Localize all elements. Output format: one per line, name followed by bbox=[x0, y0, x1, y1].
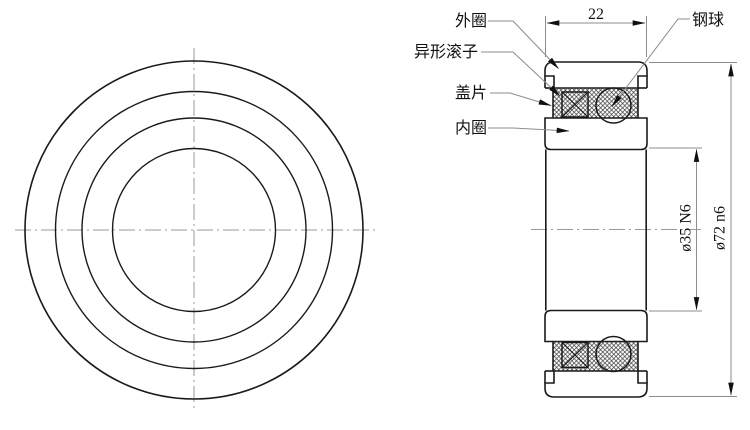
outer-ring-bore-circle bbox=[54, 90, 334, 370]
front-view bbox=[15, 48, 376, 409]
steel-ball-top bbox=[595, 87, 632, 124]
label-special-roller: 异形滚子 bbox=[414, 43, 478, 61]
leader-outer-ring bbox=[488, 20, 559, 69]
outer-ring-bottom-section bbox=[544, 370, 648, 398]
section-view bbox=[531, 61, 701, 398]
outer-diameter-circle bbox=[24, 60, 364, 400]
label-outer-ring: 外圈 bbox=[455, 12, 487, 30]
label-shield: 盖片 bbox=[455, 84, 487, 102]
inner-ring-bottom-section bbox=[544, 309, 648, 343]
label-inner-ring: 内圈 bbox=[455, 119, 487, 137]
label-steel-ball: 钢球 bbox=[692, 11, 724, 29]
leader-special-roller bbox=[481, 51, 561, 97]
roller-x-top bbox=[561, 91, 589, 118]
inner-ring-od-circle bbox=[81, 117, 307, 343]
dim-text-od: ø72 n6 bbox=[712, 206, 729, 250]
leader-inner-ring bbox=[488, 127, 570, 134]
leader-steel-ball bbox=[611, 18, 690, 108]
dimension-od-72: ø72 n6 bbox=[649, 62, 737, 397]
roller-x-bottom bbox=[561, 342, 589, 368]
leader-shield bbox=[490, 92, 552, 106]
part-labels: 外圈 异形滚子 盖片 内圈 钢球 bbox=[414, 11, 724, 137]
roller-box-top bbox=[561, 91, 589, 118]
outer-ring-top-section bbox=[544, 61, 648, 89]
dim-text-width: 22 bbox=[588, 6, 604, 23]
roller-box-bottom bbox=[561, 341, 589, 369]
dimension-bore-35: ø35 N6 bbox=[649, 147, 702, 312]
dimension-width-22: 22 bbox=[545, 6, 647, 57]
bore-circle bbox=[111, 147, 277, 313]
inner-ring-top-section bbox=[544, 117, 648, 151]
dim-text-bore: ø35 N6 bbox=[678, 204, 695, 252]
